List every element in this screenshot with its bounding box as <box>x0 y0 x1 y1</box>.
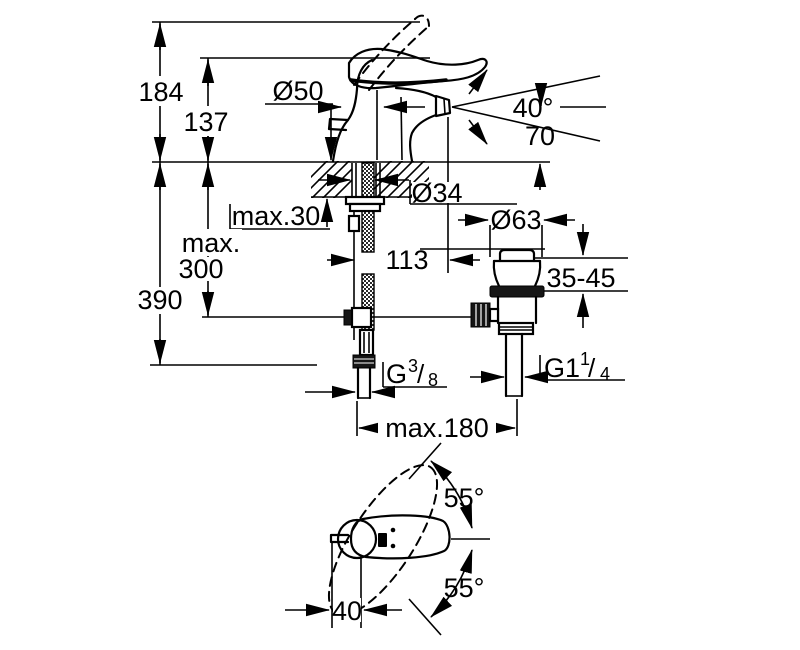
dim-handle-pivot-offset: 40 <box>332 596 362 626</box>
dim-hole-diameter: Ø34 <box>411 178 462 208</box>
supply-thread-g: G <box>386 359 407 389</box>
lever-solid <box>347 47 488 90</box>
handle-top-view <box>285 442 490 636</box>
dim-waste-clamp-range: 35-45 <box>546 263 615 293</box>
lever-raised-dashed <box>353 14 430 91</box>
mounting-shank-and-hoses <box>343 162 386 400</box>
dim-max-hose-value: 300 <box>178 254 223 284</box>
waste-thread-slash: / <box>588 353 596 383</box>
supply-thread-num: 3 <box>408 356 418 376</box>
dim-handle-swivel-up: 55° <box>444 483 485 513</box>
deck-hatching <box>311 161 429 198</box>
waste-thread-num: 1 <box>580 349 590 369</box>
lever-tab <box>329 533 350 544</box>
dimension-lines <box>159 22 625 388</box>
faucet-side-view <box>327 14 601 163</box>
dim-spray-angle: 40° <box>513 93 554 123</box>
dim-hose-height: 390 <box>137 285 182 315</box>
thread-labels: G 3 / 8 G1 1 / 4 <box>386 349 610 390</box>
waste-thread-den: 4 <box>600 364 610 384</box>
dim-outlet-projection: 113 <box>385 245 428 275</box>
dim-max-hose-word: max. <box>182 228 241 258</box>
dim-handle-swivel-down: 55° <box>444 573 485 603</box>
dim-outlet-height: 70 <box>525 121 555 151</box>
dimension-labels: 184 137 390 max. 300 Ø50 40° 70 max.30 Ø… <box>136 76 616 626</box>
dim-max-deck-thickness: max.30 <box>232 201 321 231</box>
supply-thread-slash: / <box>417 359 425 389</box>
waste-thread-g: G1 <box>544 353 580 383</box>
dim-height-to-spout: 137 <box>183 107 228 137</box>
spray-angle-rays <box>451 75 601 142</box>
supply-thread-den: 8 <box>428 370 438 390</box>
dim-total-height: 184 <box>138 77 183 107</box>
dim-max-waste-distance: max.180 <box>385 413 489 443</box>
drain-assembly <box>470 248 545 398</box>
logo-mark <box>378 533 387 547</box>
dim-base-diameter: Ø50 <box>272 76 323 106</box>
dim-waste-flange-diameter: Ø63 <box>490 205 541 235</box>
